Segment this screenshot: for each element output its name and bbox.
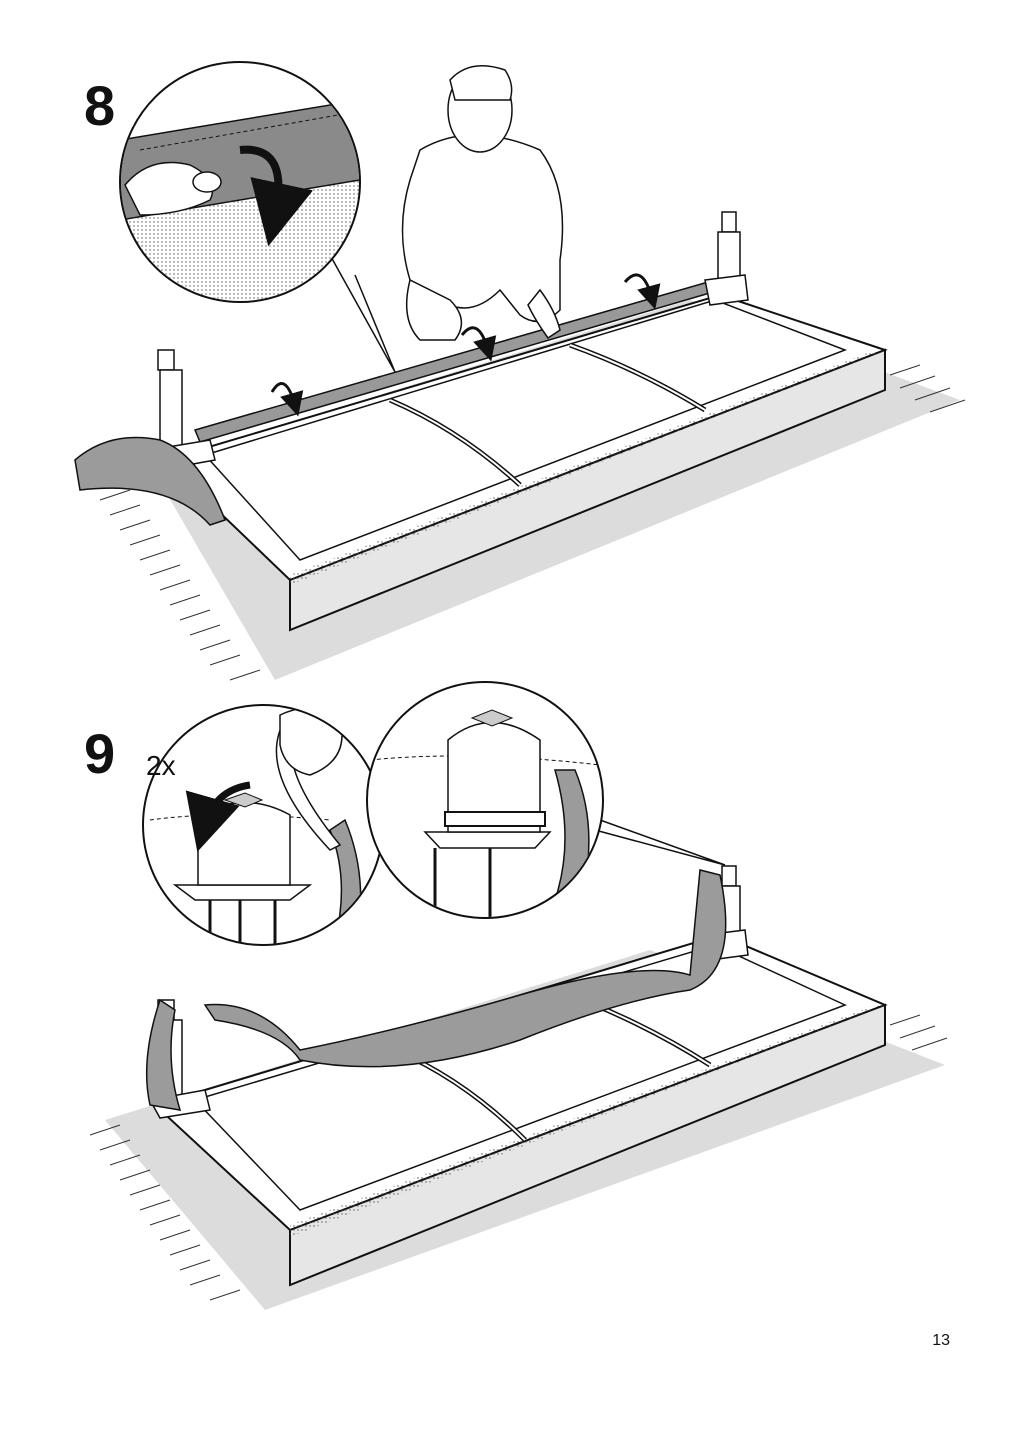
rotate-arrow-2	[460, 326, 497, 362]
rotate-arrow-1	[270, 382, 304, 417]
spring-9-2-inner	[594, 1004, 711, 1066]
fabric-strip	[203, 869, 727, 1068]
person-figure	[401, 65, 564, 341]
leg-right	[704, 211, 749, 306]
fabric-flap	[74, 436, 226, 526]
step-number-8: 8	[84, 74, 116, 137]
floor-hatch-9	[89, 1014, 948, 1301]
spring-2-inner	[569, 344, 706, 411]
floor-hatch	[99, 364, 966, 681]
fabric-left-wrap	[145, 998, 182, 1111]
rotate-arrow-3	[623, 273, 661, 310]
step-8-illustration	[74, 61, 966, 681]
spring-1-inner	[389, 399, 521, 486]
page-number: 13	[932, 1332, 950, 1349]
step-number-9: 9	[84, 722, 116, 785]
repeat-multiplier: 2x	[146, 750, 176, 781]
frame-dotted-edge-9	[290, 1005, 885, 1237]
detail-zoom-circle-9a	[142, 704, 384, 946]
frame-dotted-edge	[290, 350, 885, 585]
step-9-illustration	[89, 681, 948, 1310]
detail-zoom-circle-9b	[366, 681, 726, 919]
detail-zoom-circle-step-8	[119, 61, 396, 373]
frame-inner	[203, 299, 848, 561]
